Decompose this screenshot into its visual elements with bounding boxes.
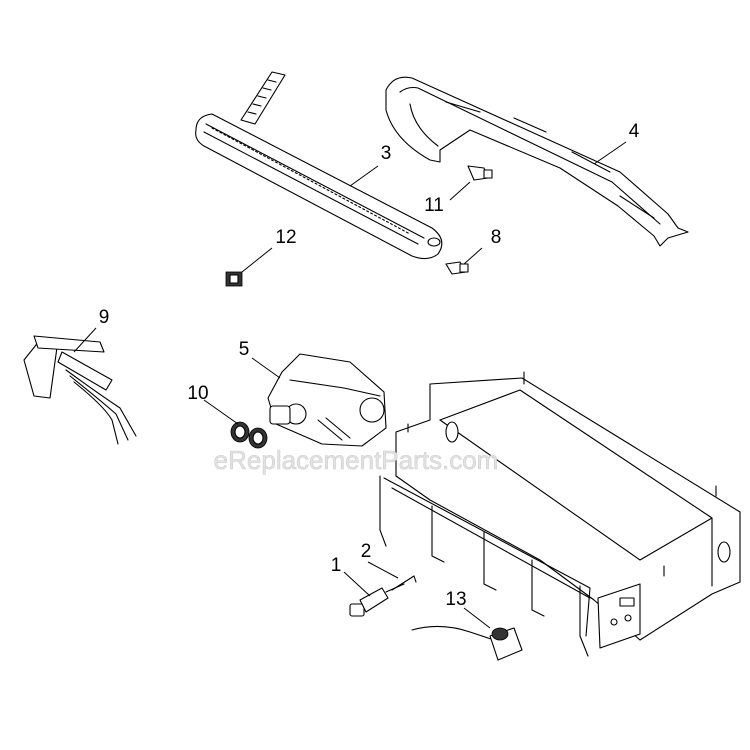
- callout-13: 13: [445, 589, 466, 610]
- leader-2: [367, 561, 399, 579]
- orifice-part[interactable]: [467, 165, 493, 181]
- gas-valve-part[interactable]: [267, 353, 387, 447]
- leader-8: [463, 247, 483, 265]
- leader-1: [343, 571, 371, 597]
- burner-tube-part[interactable]: [195, 71, 443, 260]
- leader-3: [349, 165, 379, 187]
- leader-11: [449, 181, 471, 201]
- callout-12: 12: [275, 227, 296, 248]
- orifice-fitting-part[interactable]: [445, 261, 469, 275]
- leader-5: [251, 357, 281, 379]
- callout-11: 11: [424, 195, 444, 216]
- burner-bracket-part[interactable]: [385, 76, 689, 247]
- callout-2: 2: [361, 541, 372, 562]
- piezo-igniter-part[interactable]: [411, 625, 523, 661]
- callout-labels: 3 4 11 8 12 9 5 10 1 2 13: [99, 121, 640, 610]
- callout-3: 3: [381, 143, 392, 164]
- callout-9: 9: [99, 307, 110, 328]
- leader-4: [593, 141, 627, 165]
- leader-10: [203, 399, 239, 425]
- callout-5: 5: [239, 339, 250, 360]
- leader-9: [73, 327, 97, 353]
- callout-8: 8: [491, 227, 502, 248]
- thermocouple-part[interactable]: [349, 583, 405, 617]
- callout-10: 10: [187, 383, 208, 404]
- callout-1: 1: [331, 555, 342, 576]
- valve-knobs-part[interactable]: [230, 421, 268, 449]
- pilot-assembly-part[interactable]: [23, 335, 137, 445]
- pilot-tube-part[interactable]: [391, 575, 417, 591]
- callout-4: 4: [629, 121, 640, 142]
- rocker-switch-part[interactable]: [225, 271, 243, 287]
- burner-tray: [379, 371, 741, 657]
- leader-13: [463, 607, 491, 629]
- watermark-text: eReplacementParts.com: [214, 445, 499, 475]
- callout-leaders: [73, 141, 627, 629]
- leader-12: [241, 247, 273, 273]
